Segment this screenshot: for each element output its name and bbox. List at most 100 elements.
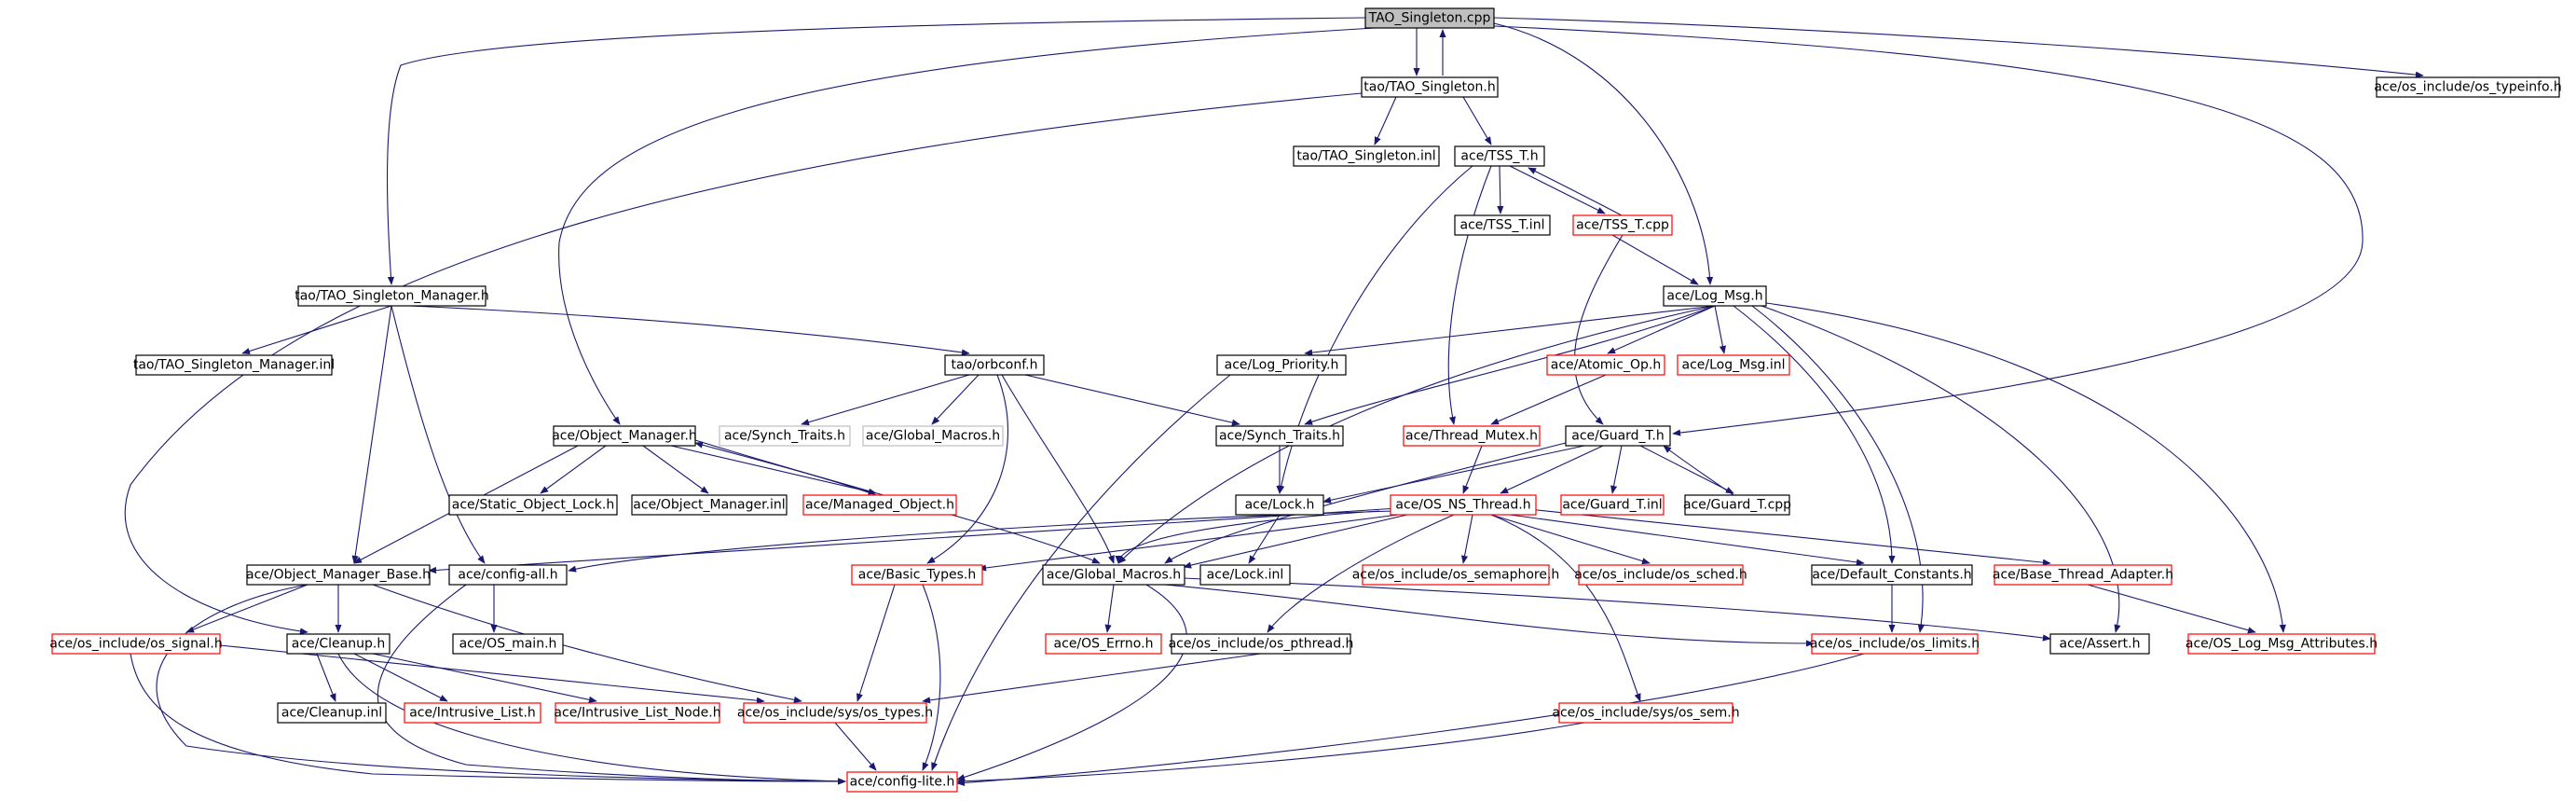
node-guard-t-cpp[interactable]: ace/Guard_T.cpp [1683,494,1791,516]
edge-path [1493,22,1714,285]
dependency-edge [1493,22,1714,285]
edge-path [1104,584,1115,633]
node-synch-traits-h[interactable]: ace/Synch_Traits.h [1215,425,1344,447]
node-os-limits-h[interactable]: ace/os_include/os_limits.h [1810,633,1980,655]
node-config-lite-h[interactable]: ace/config-lite.h [846,771,958,793]
node-label: ace/Log_Msg.h [1666,289,1762,304]
node-managed-object-h[interactable]: ace/Managed_Object.h [802,494,957,516]
node-os-signal-h[interactable]: ace/os_include/os_signal.h [49,633,223,655]
node-tao-singleton-h[interactable]: tao/TAO_Singleton.h [1361,76,1499,98]
node-default-constants-h[interactable]: ace/Default_Constants.h [1811,564,1973,586]
edge-path [1490,514,1641,702]
dependency-edge [1374,96,1397,145]
node-os-log-msg-attributes-h[interactable]: ace/OS_Log_Msg_Attributes.h [2185,633,2377,655]
node-atomic-op-h[interactable]: ace/Atomic_Op.h [1546,354,1665,376]
edge-path [1322,445,1585,504]
node-lock-inl[interactable]: ace/Lock.inl [1199,564,1291,586]
dependency-edge [1663,445,1734,496]
node-label: ace/Object_Manager.h [552,429,697,444]
node-tss-t-cpp[interactable]: ace/TSS_T.cpp [1572,214,1673,236]
edge-path [1573,234,1624,425]
node-label: ace/Global_Macros.h [866,429,1000,444]
node-os-types-h[interactable]: ace/os_include/sys/os_types.h [737,702,933,724]
node-label: tao/TAO_Singleton.inl [1296,149,1435,164]
node-config-all-h[interactable]: ace/config-all.h [448,564,568,586]
node-label: ace/Thread_Mutex.h [1405,429,1538,444]
node-os-ns-thread-h[interactable]: ace/OS_NS_Thread.h [1390,494,1537,516]
node-os-pthread-h[interactable]: ace/os_include/os_pthread.h [1169,633,1354,655]
edge-path [956,722,1585,785]
node-cleanup-h[interactable]: ace/Cleanup.h [286,633,391,655]
edge-path [1765,302,2286,633]
dependency-edge [1104,584,1115,633]
edge-path [241,305,392,354]
node-os-errno-h[interactable]: ace/OS_Errno.h [1045,633,1162,655]
dependency-edge [1460,514,1473,564]
node-label: ace/Lock.h [1245,498,1315,513]
node-label: ace/Log_Msg.inl [1682,358,1786,373]
node-object-manager-inl[interactable]: ace/Object_Manager.inl [631,494,788,516]
node-log-msg-h[interactable]: ace/Log_Msg.h [1663,285,1767,307]
node-guard-t-inl[interactable]: ace/Guard_T.inl [1560,494,1665,516]
node-label: ace/Log_Priority.h [1225,358,1339,373]
node-thread-mutex-h[interactable]: ace/Thread_Mutex.h [1403,425,1541,447]
dependency-edge [922,584,941,771]
edge-path [1183,577,2051,642]
node-assert-h[interactable]: ace/Assert.h [2049,633,2150,655]
node-label: ace/os_include/os_sched.h [1574,568,1747,583]
node-label: ace/Atomic_Op.h [1551,358,1661,373]
dependency-edge [956,653,1865,786]
dependency-edge [1267,514,1455,633]
node-synch-traits-h-grey[interactable]: ace/Synch_Traits.h [719,425,851,447]
node-intrusive-list-node-h[interactable]: ace/Intrusive_List_Node.h [554,702,721,724]
node-object-manager-h[interactable]: ace/Object_Manager.h [552,425,697,447]
node-label: ace/os_include/os_pthread.h [1169,637,1354,652]
node-guard-t-h[interactable]: ace/Guard_T.h [1565,425,1671,447]
dependency-edge [642,445,709,494]
node-os-sem-h[interactable]: ace/os_include/sys/os_sem.h [1552,702,1740,724]
dependency-edge [1490,514,1651,565]
node-lock-h[interactable]: ace/Lock.h [1235,494,1324,516]
node-object-manager-base-h[interactable]: ace/Object_Manager_Base.h [246,564,431,586]
node-os-main-h[interactable]: ace/OS_main.h [452,633,564,655]
node-os-sched-h[interactable]: ace/os_include/os_sched.h [1574,564,1747,586]
edge-path [922,653,1262,704]
node-label: ace/Cleanup.inl [281,706,382,721]
edge-path [568,510,1394,573]
node-tao-singleton-cpp[interactable]: TAO_Singleton.cpp [1364,7,1495,29]
dependency-edge [978,514,1399,572]
node-label: ace/config-lite.h [850,775,955,790]
node-basic-types-h[interactable]: ace/Basic_Types.h [851,564,983,586]
edge-path [1447,165,1492,425]
dependency-edge [1164,584,1815,647]
node-log-priority-h[interactable]: ace/Log_Priority.h [1216,354,1347,376]
node-tss-t-inl[interactable]: ace/TSS_T.inl [1454,214,1551,236]
dependency-edge [931,374,980,425]
dependency-edge [1115,510,1380,564]
node-global-macros-h[interactable]: ace/Global_Macros.h [1042,564,1185,586]
edge-path [931,374,980,425]
edge-path [337,653,846,785]
node-orbconf-h[interactable]: tao/orbconf.h [944,354,1045,376]
node-log-msg-inl[interactable]: ace/Log_Msg.inl [1677,354,1790,376]
node-intrusive-list-h[interactable]: ace/Intrusive_List.h [404,702,541,724]
dependency-edge [1611,234,1699,285]
node-label: ace/Assert.h [2060,637,2141,652]
node-label: ace/OS_main.h [459,637,557,652]
node-os-semaphore-h[interactable]: ace/os_include/os_semaphore.h [1352,564,1560,586]
node-os-typeinfo-h[interactable]: ace/os_include/os_typeinfo.h [2374,76,2562,98]
node-cleanup-inl[interactable]: ace/Cleanup.inl [277,702,387,724]
node-static-object-lock-h[interactable]: ace/Static_Object_Lock.h [448,494,618,516]
edge-path [801,374,970,426]
node-global-macros-h-grey[interactable]: ace/Global_Macros.h [862,425,1004,447]
node-tao-singleton-inl[interactable]: tao/TAO_Singleton.inl [1293,145,1440,167]
node-label: ace/TSS_T.cpp [1576,218,1669,233]
dependency-edges [124,17,2424,786]
node-tao-singleton-manager-inl[interactable]: tao/TAO_Singleton_Manager.inl [133,354,335,376]
edge-path [956,584,1187,780]
node-tao-singleton-manager-h[interactable]: tao/TAO_Singleton_Manager.h [295,285,489,307]
node-tss-t-h[interactable]: ace/TSS_T.h [1454,145,1545,167]
node-base-thread-adapter-h[interactable]: ace/Base_Thread_Adapter.h [1993,564,2173,586]
dependency-edge [1714,305,1726,354]
dependency-edge [1493,17,2424,78]
